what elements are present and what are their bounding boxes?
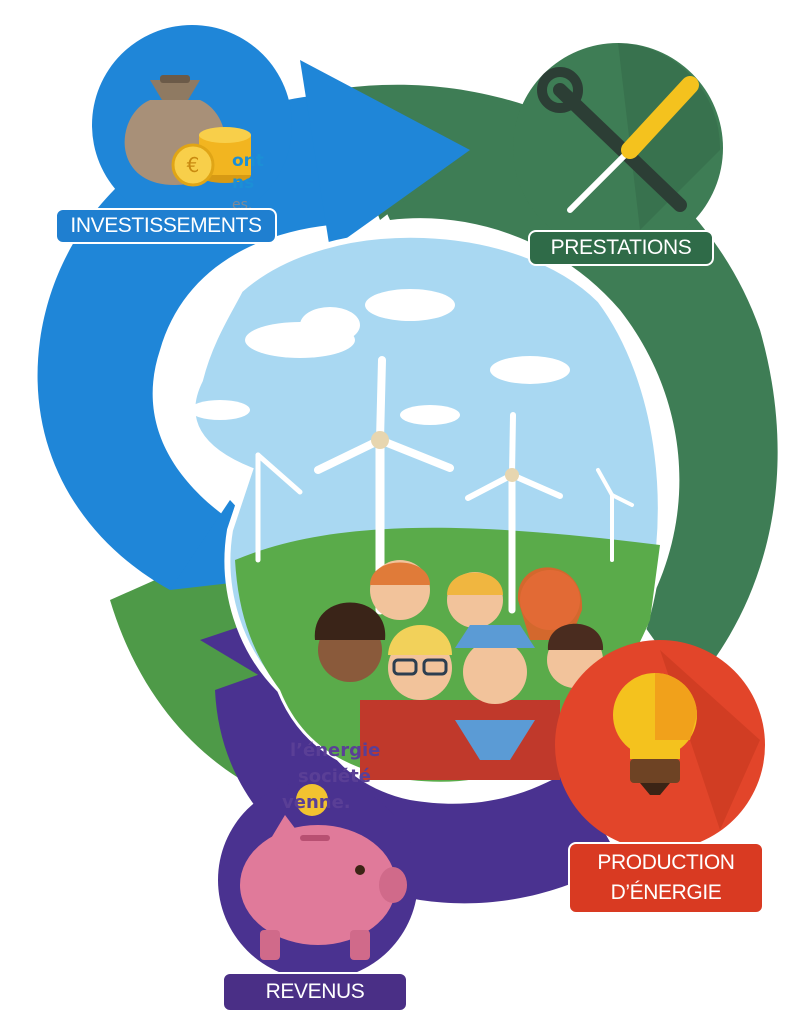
production-label: PRODUCTION D’ÉNERGIE <box>568 842 764 914</box>
production-stage <box>555 640 765 850</box>
left-text-bottom: l’énergie société venne. <box>282 738 381 816</box>
left-text-top-line-2: ns <box>232 173 255 193</box>
svg-text:€: € <box>187 153 200 177</box>
production-label-line-1: PRODUCTION <box>597 851 735 874</box>
production-label-line-2: D’ÉNERGIE <box>610 881 722 904</box>
people-group <box>314 560 604 780</box>
investments-stage: € <box>92 25 292 225</box>
left-text-top-line-1: ont <box>232 151 264 171</box>
services-label: PRESTATIONS <box>528 230 714 266</box>
money-bag-coins-icon: € <box>124 75 251 187</box>
left-text-bottom-line-2: société <box>298 766 371 787</box>
piggy-bank-icon <box>240 784 407 960</box>
left-text-top: ont ns es. <box>0 150 264 216</box>
wind-farm-scene <box>189 231 664 785</box>
left-text-bottom-line-3: venne. <box>282 792 351 813</box>
revenue-stage <box>218 780 418 980</box>
investments-label: INVESTISSEMENTS <box>55 208 277 244</box>
light-bulb-icon <box>613 673 697 795</box>
left-text-bottom-line-1: l’énergie <box>290 740 381 761</box>
services-stage <box>513 43 723 253</box>
wrench-screwdriver-icon <box>537 67 699 213</box>
revenue-label: REVENUS <box>222 972 408 1012</box>
